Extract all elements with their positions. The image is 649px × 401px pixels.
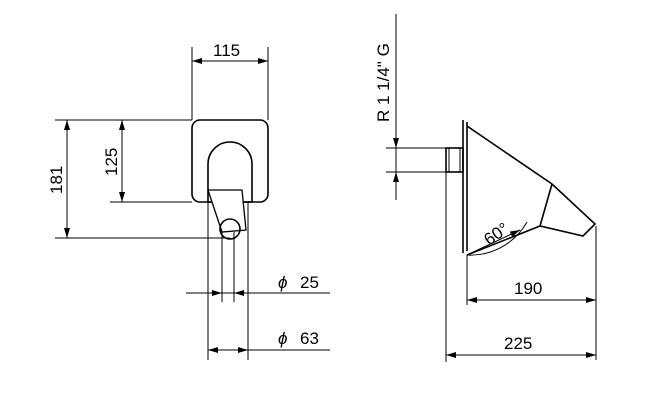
dim-height-plate-label: 125 — [102, 148, 121, 176]
dim-thread: R 1 1/4" G — [374, 14, 446, 200]
dim-height-total-label: 181 — [47, 166, 66, 194]
side-view: R 1 1/4" G 60° 190 225 — [374, 14, 597, 362]
angle-label: 60° — [480, 219, 512, 249]
dim-outlet-diameter-label: 25 — [300, 273, 319, 292]
dim-width: 115 — [191, 41, 269, 120]
dim-projection-outlet-label: 190 — [514, 279, 542, 298]
dim-projection-total-label: 225 — [504, 334, 532, 353]
dim-projection-outlet: 190 — [466, 226, 597, 360]
plate-slot — [207, 141, 253, 203]
spout-body-side — [466, 125, 597, 256]
dim-projection-total: 225 — [445, 172, 596, 362]
diameter-symbol-2: ϕ — [278, 329, 287, 348]
dim-height-plate: 125 — [102, 120, 192, 203]
dim-height-total: 181 — [47, 119, 230, 239]
dim-outlet-diameter: ϕ 25 — [186, 273, 330, 296]
spout-body — [207, 189, 247, 233]
thread-connection — [445, 147, 464, 173]
thread-spec-label: R 1 1/4" G — [374, 43, 393, 122]
dim-spout-diameter: ϕ 63 — [208, 329, 330, 353]
dim-spout-diameter-label: 63 — [300, 329, 319, 348]
outlet-circle — [219, 218, 241, 240]
dim-width-label: 115 — [213, 41, 240, 60]
diameter-symbol: ϕ — [278, 273, 287, 292]
dim-angle: 60° — [466, 219, 528, 256]
front-view: 115 181 125 ϕ 25 — [47, 41, 330, 360]
